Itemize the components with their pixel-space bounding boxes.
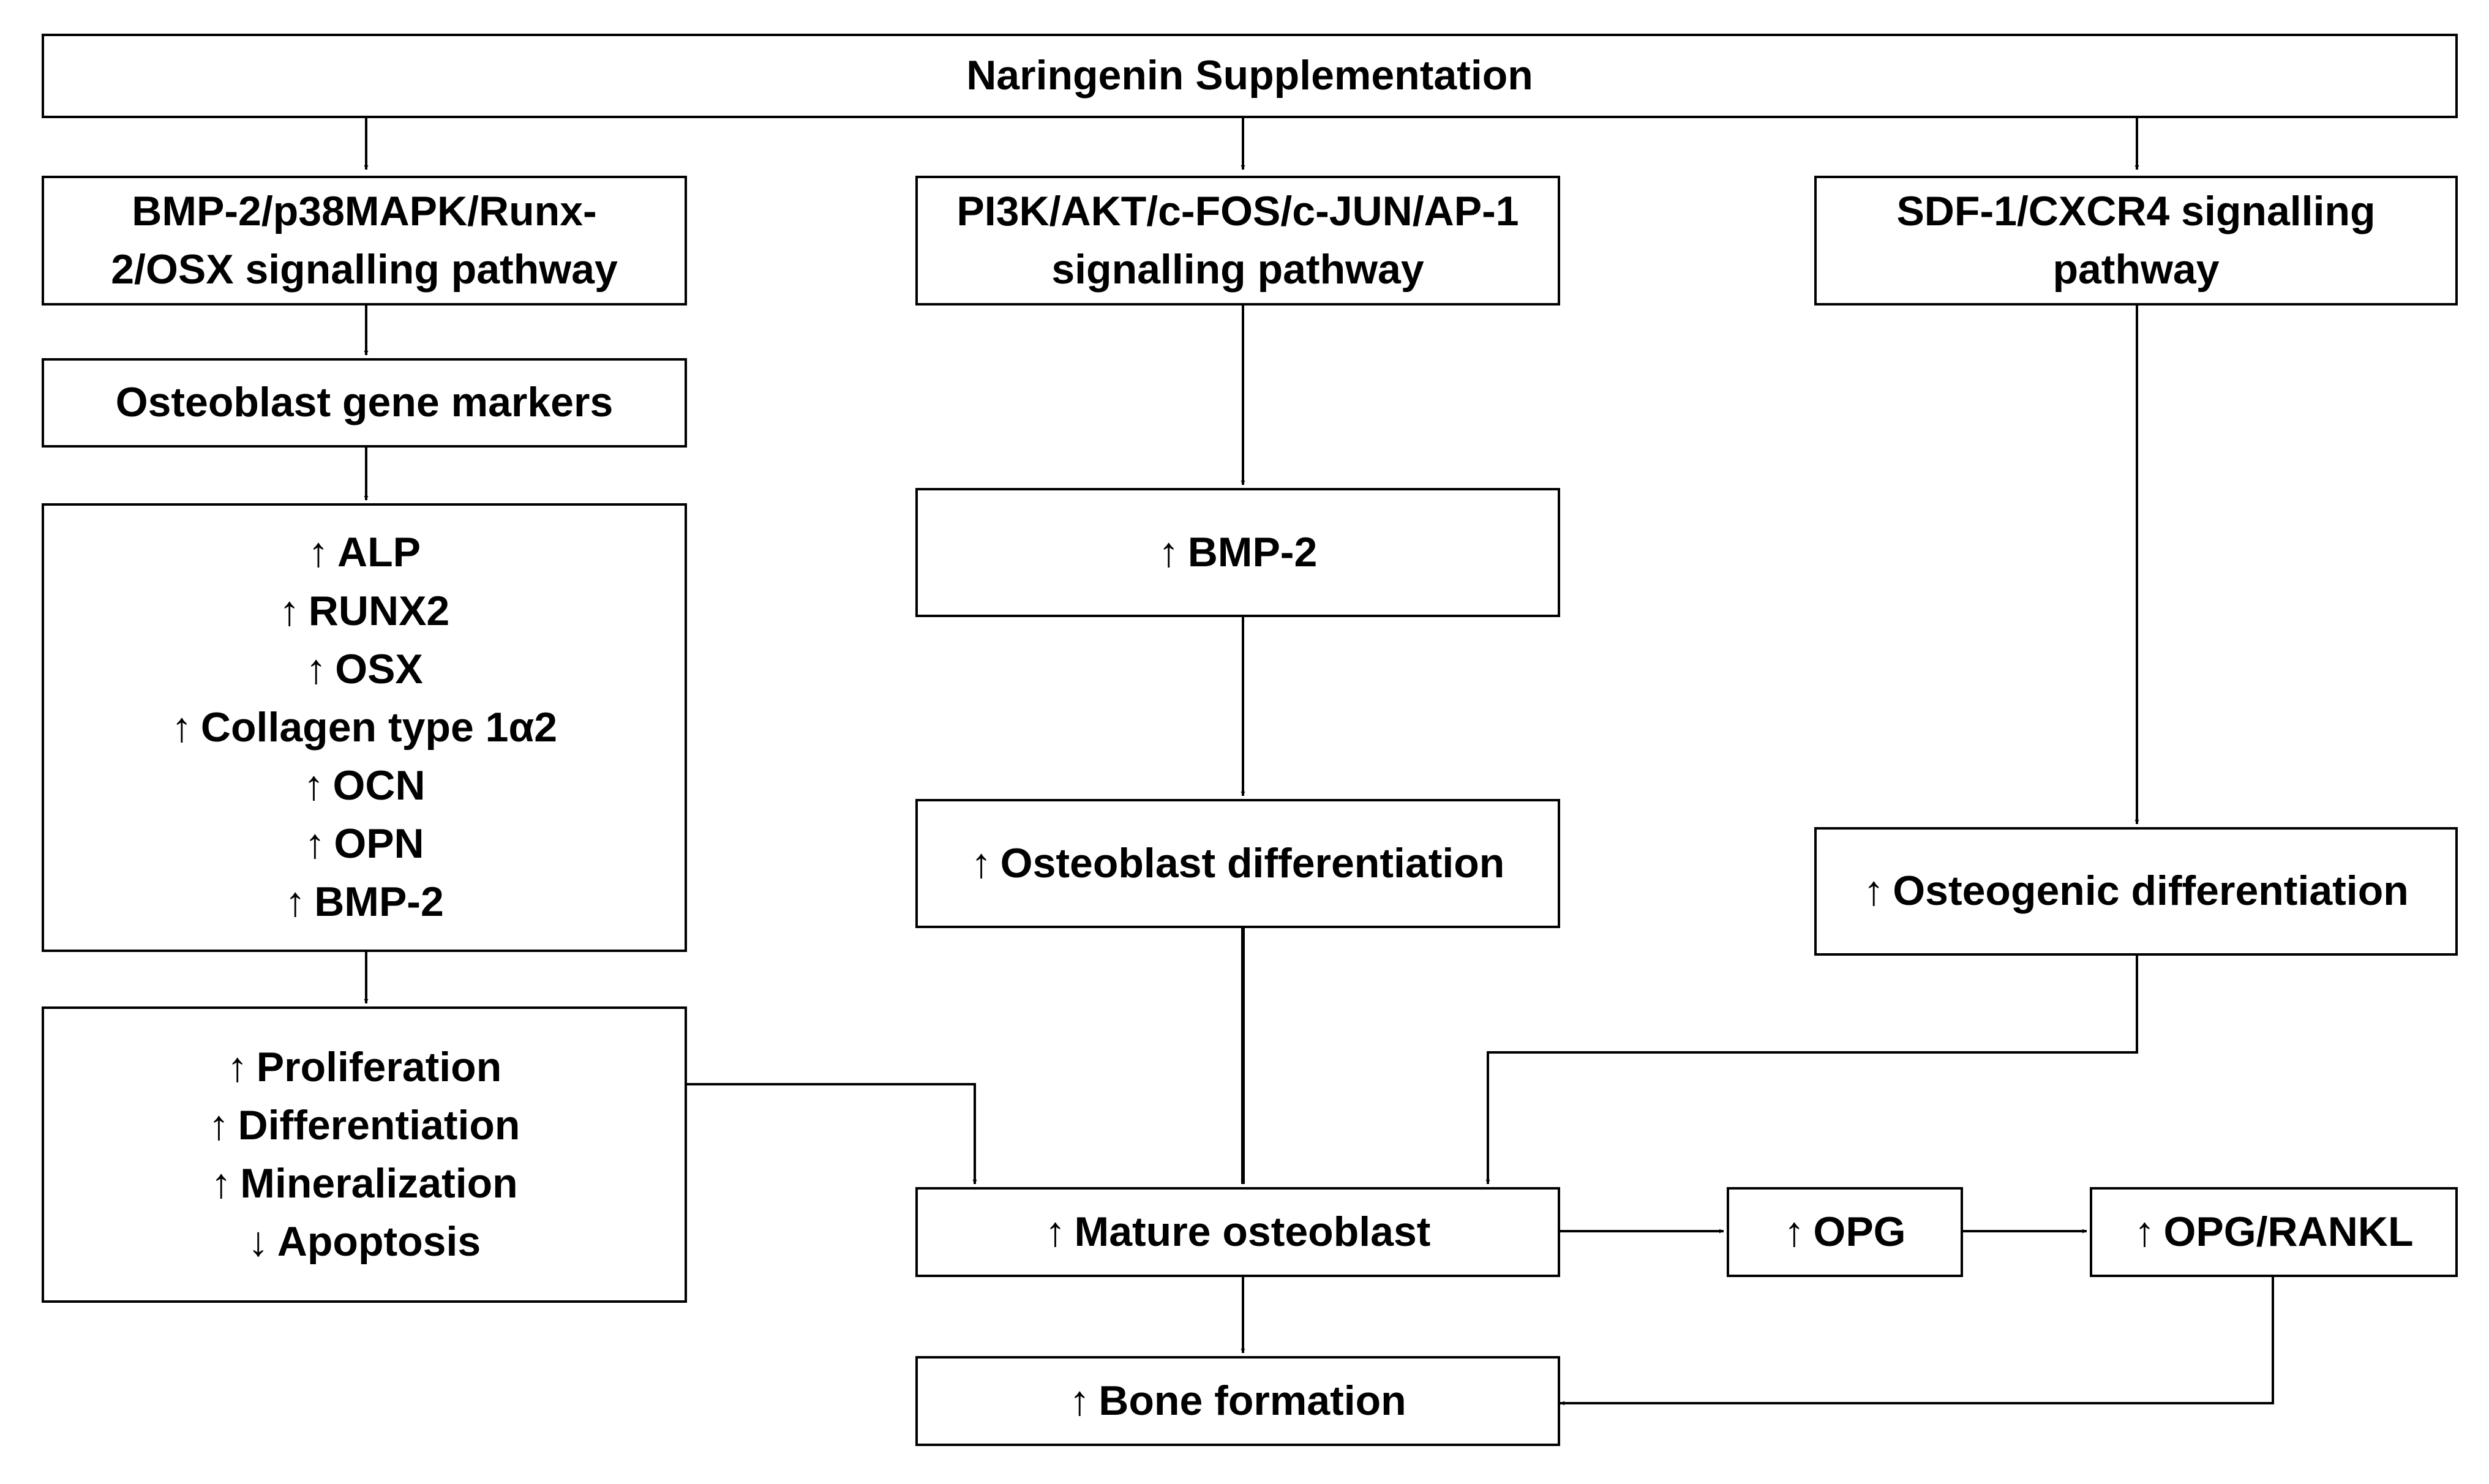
up-arrow-icon: ↑ xyxy=(1045,1208,1066,1255)
bmp2-label: ↑BMP-2 xyxy=(1158,528,1318,575)
up-arrow-icon: ↑ xyxy=(304,820,326,868)
left-pathway-line-2: 2/OSX signalling pathway xyxy=(111,246,618,293)
arrow-effects-to-mature xyxy=(685,1083,977,1184)
osteogenic-differentiation-label: ↑Osteogenic differentiation xyxy=(1863,868,2409,915)
marker-osx: ↑OSX xyxy=(306,645,423,692)
gene-markers-box: Osteoblast gene markers xyxy=(42,358,687,448)
up-arrow-icon: ↑ xyxy=(306,645,327,692)
bmp2-box: ↑BMP-2 xyxy=(915,488,1560,617)
arrow-opg-rankl-to-bone xyxy=(1560,1277,2274,1406)
right-pathway-line-1: SDF-1/CXCR4 signalling xyxy=(1896,187,2376,234)
effect-differentiation: ↑Differentiation xyxy=(208,1101,520,1149)
up-arrow-icon: ↑ xyxy=(2134,1208,2155,1255)
gene-markers-label: Osteoblast gene markers xyxy=(115,379,614,426)
left-pathway-line-1: BMP-2/p38MAPK/Runx- xyxy=(132,187,597,234)
marker-collagen: ↑Collagen type 1α2 xyxy=(171,703,558,751)
marker-opn: ↑OPN xyxy=(304,820,424,868)
up-arrow-icon: ↑ xyxy=(1863,868,1885,915)
bone-formation-box: ↑Bone formation xyxy=(915,1356,1560,1446)
opg-label: ↑OPG xyxy=(1784,1208,1906,1255)
up-arrow-icon: ↑ xyxy=(208,1101,230,1149)
connector-arrows xyxy=(364,118,2274,1406)
effects-box: ↑Proliferation ↑Differentiation ↑Mineral… xyxy=(42,1006,687,1303)
top-title: Naringenin Supplementation xyxy=(966,52,1533,99)
up-arrow-icon: ↑ xyxy=(308,529,329,576)
middle-pathway-box: PI3K/AKT/c-FOS/c-JUN/AP-1 signalling pat… xyxy=(915,176,1560,305)
up-arrow-icon: ↑ xyxy=(285,879,306,926)
up-arrow-icon: ↑ xyxy=(303,762,325,809)
mature-osteoblast-label: ↑Mature osteoblast xyxy=(1045,1208,1431,1255)
middle-pathway-line-2: signalling pathway xyxy=(1051,246,1424,293)
naringenin-box: Naringenin Supplementation xyxy=(42,34,2458,118)
right-pathway-line-2: pathway xyxy=(2052,246,2220,293)
up-arrow-icon: ↑ xyxy=(1069,1377,1091,1424)
osteoblast-differentiation-label: ↑Osteoblast differentiation xyxy=(970,839,1505,886)
left-pathway-box: BMP-2/p38MAPK/Runx- 2/OSX signalling pat… xyxy=(42,176,687,305)
effect-mineralization: ↑Mineralization xyxy=(211,1160,518,1207)
up-arrow-icon: ↑ xyxy=(1784,1208,1805,1255)
markers-box: ↑ALP ↑RUNX2 ↑OSX ↑Collagen type 1α2 ↑OCN… xyxy=(42,503,687,952)
osteogenic-differentiation-box: ↑Osteogenic differentiation xyxy=(1814,827,2458,956)
mature-osteoblast-box: ↑Mature osteoblast xyxy=(915,1187,1560,1277)
effect-proliferation: ↑Proliferation xyxy=(227,1043,502,1090)
middle-pathway-line-1: PI3K/AKT/c-FOS/c-JUN/AP-1 xyxy=(956,187,1519,234)
up-arrow-icon: ↑ xyxy=(211,1160,232,1207)
up-arrow-icon: ↑ xyxy=(171,703,192,751)
effect-apoptosis: ↓Apoptosis xyxy=(247,1218,481,1265)
up-arrow-icon: ↑ xyxy=(1158,528,1179,575)
up-arrow-icon: ↑ xyxy=(970,839,992,886)
osteoblast-differentiation-box: ↑Osteoblast differentiation xyxy=(915,799,1560,928)
down-arrow-icon: ↓ xyxy=(247,1218,269,1265)
marker-bmp2: ↑BMP-2 xyxy=(285,879,444,926)
bone-formation-label: ↑Bone formation xyxy=(1069,1377,1406,1424)
marker-ocn: ↑OCN xyxy=(303,762,426,809)
up-arrow-icon: ↑ xyxy=(227,1043,248,1090)
arrow-osteogenic-to-mature xyxy=(1485,956,2138,1184)
marker-alp: ↑ALP xyxy=(308,529,421,576)
opg-rankl-box: ↑OPG/RANKL xyxy=(2090,1187,2458,1277)
up-arrow-icon: ↑ xyxy=(279,587,300,634)
marker-runx2: ↑RUNX2 xyxy=(279,587,450,634)
right-pathway-box: SDF-1/CXCR4 signalling pathway xyxy=(1814,176,2458,305)
opg-box: ↑OPG xyxy=(1727,1187,1963,1277)
opg-rankl-label: ↑OPG/RANKL xyxy=(2134,1208,2414,1255)
